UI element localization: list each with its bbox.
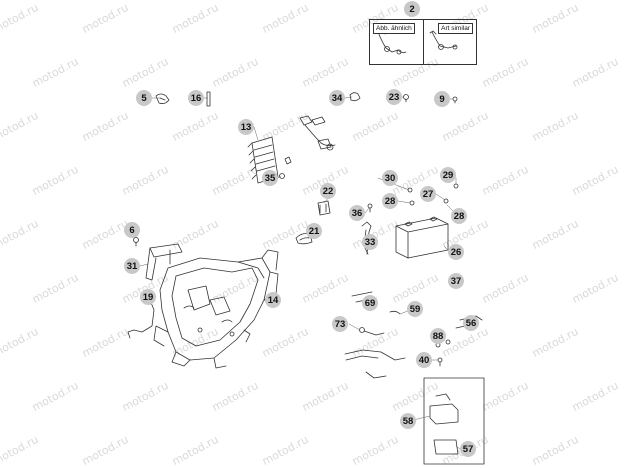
callout-28-right[interactable]: 28 bbox=[451, 208, 467, 224]
part-19-cable-tie bbox=[127, 299, 155, 339]
callout-13[interactable]: 13 bbox=[238, 119, 254, 135]
part-23-screw bbox=[403, 94, 409, 103]
callout-40[interactable]: 40 bbox=[416, 352, 432, 368]
callout-6[interactable]: 6 bbox=[124, 222, 140, 238]
legend-label-abb-aehnlich: Abb. ähnlich bbox=[373, 23, 415, 34]
legend-box: Abb. ähnlich Art similar bbox=[369, 19, 477, 65]
part-16-strap bbox=[206, 91, 211, 107]
callout-30[interactable]: 30 bbox=[382, 170, 398, 186]
bracket-group-box bbox=[423, 377, 485, 465]
callout-9[interactable]: 9 bbox=[434, 91, 450, 107]
part-31-bracket bbox=[145, 243, 183, 281]
wiring-harness-upper bbox=[284, 115, 336, 165]
part-22-bracket bbox=[317, 200, 331, 216]
part-21-holder bbox=[295, 233, 313, 245]
callout-23[interactable]: 23 bbox=[386, 89, 402, 105]
legend-label-art-similar: Art similar bbox=[438, 23, 473, 34]
part-9-screw bbox=[452, 96, 458, 104]
callout-14[interactable]: 14 bbox=[265, 292, 281, 308]
legend-divider bbox=[423, 20, 424, 64]
callout-2[interactable]: 2 bbox=[404, 1, 420, 17]
part-34-connector bbox=[349, 92, 361, 102]
callout-88[interactable]: 88 bbox=[430, 328, 446, 344]
callout-22[interactable]: 22 bbox=[320, 183, 336, 199]
callout-34[interactable]: 34 bbox=[329, 90, 345, 106]
callout-31[interactable]: 31 bbox=[124, 258, 140, 274]
callout-73[interactable]: 73 bbox=[332, 316, 348, 332]
callout-28-left[interactable]: 28 bbox=[382, 193, 398, 209]
part-35-nut bbox=[279, 173, 285, 179]
part-6-bolt bbox=[133, 237, 139, 247]
callout-19[interactable]: 19 bbox=[140, 289, 156, 305]
part-26-battery bbox=[395, 216, 449, 259]
callout-26[interactable]: 26 bbox=[448, 244, 464, 260]
callout-69[interactable]: 69 bbox=[362, 295, 378, 311]
callout-21[interactable]: 21 bbox=[306, 223, 322, 239]
callout-58[interactable]: 58 bbox=[400, 413, 416, 429]
callout-35[interactable]: 35 bbox=[262, 170, 278, 186]
callout-29[interactable]: 29 bbox=[440, 167, 456, 183]
part-5-clip bbox=[155, 93, 170, 104]
callout-5[interactable]: 5 bbox=[136, 90, 152, 106]
part-14-battery-housing bbox=[153, 249, 279, 369]
callout-33[interactable]: 33 bbox=[362, 234, 378, 250]
callout-27[interactable]: 27 bbox=[420, 186, 436, 202]
callout-36[interactable]: 36 bbox=[349, 205, 365, 221]
legend-sample-cable-right bbox=[429, 30, 458, 50]
callout-16[interactable]: 16 bbox=[188, 90, 204, 106]
callout-57[interactable]: 57 bbox=[460, 441, 476, 457]
callout-56[interactable]: 56 bbox=[463, 315, 479, 331]
part-13-regulator bbox=[247, 136, 279, 184]
callout-59[interactable]: 59 bbox=[407, 301, 423, 317]
callout-37[interactable]: 37 bbox=[448, 273, 464, 289]
